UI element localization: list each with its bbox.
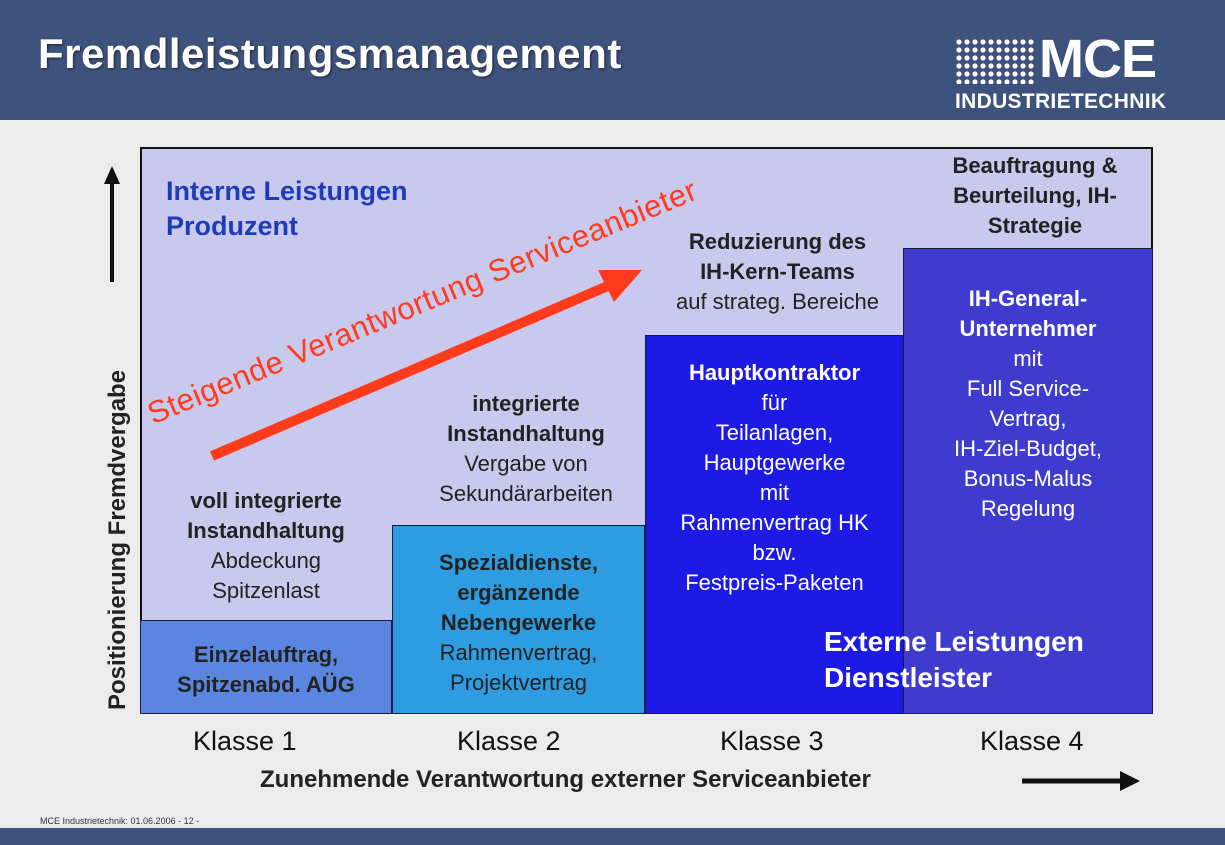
footer-text: MCE Industrietechnik: 01.06.2006 - 12 - [40,816,200,826]
page-title: Fremdleistungsmanagement [38,30,622,77]
mce-logo: MCE INDUSTRIETECHNIK [955,30,1185,114]
k4-upper-line3: Strategie [987,213,1083,238]
up-arrow-icon [104,166,120,282]
k4-block-line7: Bonus-Malus [963,466,1093,491]
logo-wordmark: MCE [1039,29,1157,89]
right-arrow-head [1120,771,1140,791]
diagonal-arrow-shaft [210,280,612,461]
k4-block-line5: Vertrag, [989,406,1067,431]
k1-block-line1: Einzelauftrag, [193,642,339,667]
class-label-4: Klasse 4 [980,726,1084,756]
block-klasse-1 [140,620,392,714]
k4-upper-line2: Beurteilung, IH- [953,183,1117,208]
k3-block-line4: Hauptgewerke [703,450,846,475]
y-axis-label: Positionierung Fremdvergabe [104,369,131,710]
k3-block-line7: bzw. [752,540,797,565]
block-text-klasse-3: Hauptkontraktor für Teilanlagen, Hauptge… [645,358,904,598]
external-label: Externe Leistungen Dienstleister [824,624,1084,696]
k3-block-line6: Rahmenvertrag HK [680,510,869,535]
logo-subtitle: INDUSTRIETECHNIK [955,90,1167,113]
k2-block-line1: Spezialdienste, [439,550,598,575]
block-klasse-2 [392,525,645,714]
k2-block-line4: Rahmenvertrag, [439,640,598,665]
k2-upper-line4: Sekundärarbeiten [439,481,613,506]
k3-block-line2: für [761,390,788,415]
k3-upper-line2: IH-Kern-Teams [700,259,855,284]
k1-upper-line1: voll integrierte [190,488,342,513]
k2-block-line2: ergänzende [457,580,580,605]
k4-block-line2: Unternehmer [959,316,1097,341]
k4-block-line3: mit [1013,346,1043,371]
upper-text-klasse-2: integrierte Instandhaltung Vergabe von S… [392,389,660,509]
k2-upper-line3: Vergabe von [464,451,588,476]
class-label-3: Klasse 3 [720,726,824,756]
block-klasse-4 [903,248,1153,714]
internal-label-line1: Interne Leistungen [166,176,408,206]
right-arrow-icon [1022,771,1140,791]
k2-block-line3: Nebengewerke [440,610,597,635]
class-label-1: Klasse 1 [193,726,297,756]
header-bar: Fremdleistungsmanagement MCE INDUSTRIETE… [0,0,1225,120]
k4-block-line1: IH-General- [968,286,1088,311]
block-text-klasse-1: Einzelauftrag, Spitzenabd. AÜG [140,640,392,700]
k4-block-line8: Regelung [980,496,1076,521]
k1-upper-line4: Spitzenlast [212,578,320,603]
k2-upper-line2: Instandhaltung [447,421,605,446]
x-axis-label: Zunehmende Verantwortung externer Servic… [260,766,871,793]
k1-upper-line3: Abdeckung [210,548,322,573]
k2-upper-line1: integrierte [472,391,580,416]
k3-block-line1: Hauptkontraktor [688,360,861,385]
up-arrow-head [104,166,120,184]
diagonal-arrow-head [598,270,642,302]
k3-upper-line3: auf strateg. Bereiche [675,289,879,314]
external-label-line1: Externe Leistungen [824,626,1084,657]
k3-block-line3: Teilanlagen, [715,420,834,445]
external-label-line2: Dienstleister [824,662,993,693]
block-text-klasse-2: Spezialdienste, ergänzende Nebengewerke … [392,548,645,698]
logo-dot-grid [955,38,1035,84]
k3-block-line8: Festpreis-Paketen [685,570,864,595]
k4-block-line4: Full Service- [966,376,1090,401]
class-label-2: Klasse 2 [457,726,561,756]
k3-block-line5: mit [759,480,790,505]
bottom-bar [0,828,1225,845]
block-text-klasse-4: IH-General- Unternehmer mit Full Service… [903,284,1153,524]
diagonal-arrow-icon [210,270,642,461]
upper-text-klasse-4: Beauftragung & Beurteilung, IH- Strategi… [910,151,1160,241]
k1-block-line2: Spitzenabd. AÜG [177,672,355,697]
internal-label-line2: Produzent [166,211,298,241]
k1-upper-line2: Instandhaltung [187,518,345,543]
upper-text-klasse-3: Reduzierung des IH-Kern-Teams auf strate… [645,227,910,317]
k2-block-line5: Projektvertrag [450,670,587,695]
internal-label: Interne Leistungen Produzent [166,174,408,244]
k4-upper-line1: Beauftragung & [952,153,1118,178]
block-klasse-3 [645,335,904,714]
k3-upper-line1: Reduzierung des [688,229,867,254]
upper-text-klasse-1: voll integrierte Instandhaltung Abdeckun… [140,486,392,606]
k4-block-line6: IH-Ziel-Budget, [954,436,1102,461]
